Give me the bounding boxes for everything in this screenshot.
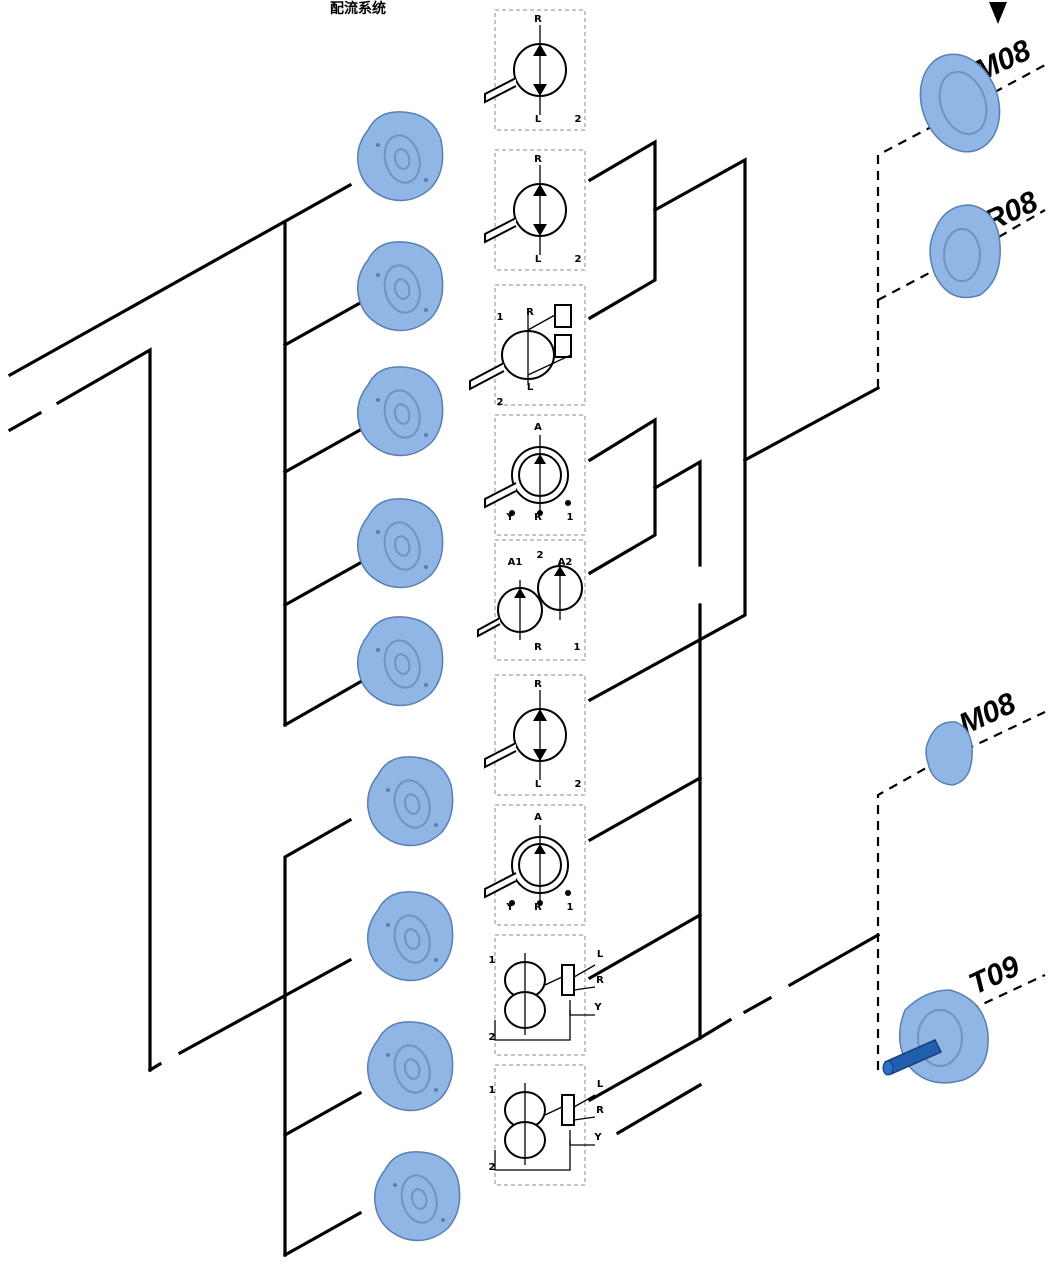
port-label: 1 [489, 955, 496, 966]
motor-housing-part [366, 756, 454, 847]
part-t09 [882, 989, 989, 1084]
port-label: R [526, 307, 534, 318]
port-label: 1 [574, 642, 581, 653]
down-arrow-icon [989, 2, 1007, 24]
port-label: R [534, 679, 542, 690]
motor-housing-part [356, 498, 444, 589]
port-label: 2 [575, 779, 582, 790]
port-label: L [597, 1079, 604, 1090]
port-label: R [534, 902, 542, 913]
motor-housing-part [356, 616, 444, 707]
port-label: 2 [537, 550, 544, 561]
hydraulic-symbol-ring: A Y R 1 [484, 414, 586, 536]
port-label: R [534, 154, 542, 165]
port-label: 2 [575, 114, 582, 125]
port-label: A [534, 422, 542, 433]
port-label: A1 [508, 557, 523, 568]
port-label: Y [593, 1002, 602, 1013]
right-connection-tree [587, 139, 881, 1136]
port-label: L [597, 949, 604, 960]
hydraulic-symbol-dual: 1 L R Y 2 [489, 934, 604, 1056]
port-label: 1 [567, 512, 574, 523]
port-label: 1 [497, 312, 504, 323]
port-label: L [535, 254, 542, 265]
port-label: 2 [489, 1032, 496, 1043]
port-label: R [534, 642, 542, 653]
hydraulic-symbol-motor: R L 2 [484, 9, 586, 131]
port-label: L [535, 779, 542, 790]
motor-housing-part [373, 1151, 461, 1242]
port-label: R [534, 14, 542, 25]
port-label: R [534, 512, 542, 523]
port-label: L [535, 114, 542, 125]
port-label: A [534, 812, 542, 823]
port-label: A2 [558, 557, 573, 568]
port-label: Y [505, 902, 514, 913]
hydraulic-symbol-motor: R L 2 [484, 674, 586, 796]
part-m08-top [919, 53, 1001, 153]
dashed-connectors [876, 64, 1046, 1070]
port-label: 2 [489, 1162, 496, 1173]
port-label: L [527, 382, 534, 393]
part-r08 [929, 204, 1001, 299]
port-label: 1 [567, 902, 574, 913]
left-connection-tree [7, 182, 363, 1258]
port-label: 1 [489, 1085, 496, 1096]
diagram-title: 配流系统 [330, 0, 386, 17]
motor-housing-part [356, 241, 444, 332]
code-label-t09: T09 [964, 949, 1025, 1001]
port-label: Y [593, 1132, 602, 1143]
motor-housing-part [366, 891, 454, 982]
part-m08-bottom [925, 721, 973, 786]
port-label: 2 [497, 397, 504, 408]
motor-housing-column [356, 111, 461, 1242]
motor-housing-part [356, 366, 444, 457]
motor-housing-part [356, 111, 444, 202]
hydraulic-symbol-valve: 1 R L 2 [469, 284, 586, 408]
port-label: 2 [575, 254, 582, 265]
port-label: R [596, 1105, 604, 1116]
hydraulic-symbol-ring: A Y R 1 [484, 804, 586, 926]
port-label: Y [505, 512, 514, 523]
hydraulic-symbol-dual: 1 L R Y 2 [489, 1064, 604, 1186]
hydraulic-symbol-motor: R L 2 [484, 149, 586, 271]
port-label: R [596, 975, 604, 986]
motor-housing-part [366, 1021, 454, 1112]
